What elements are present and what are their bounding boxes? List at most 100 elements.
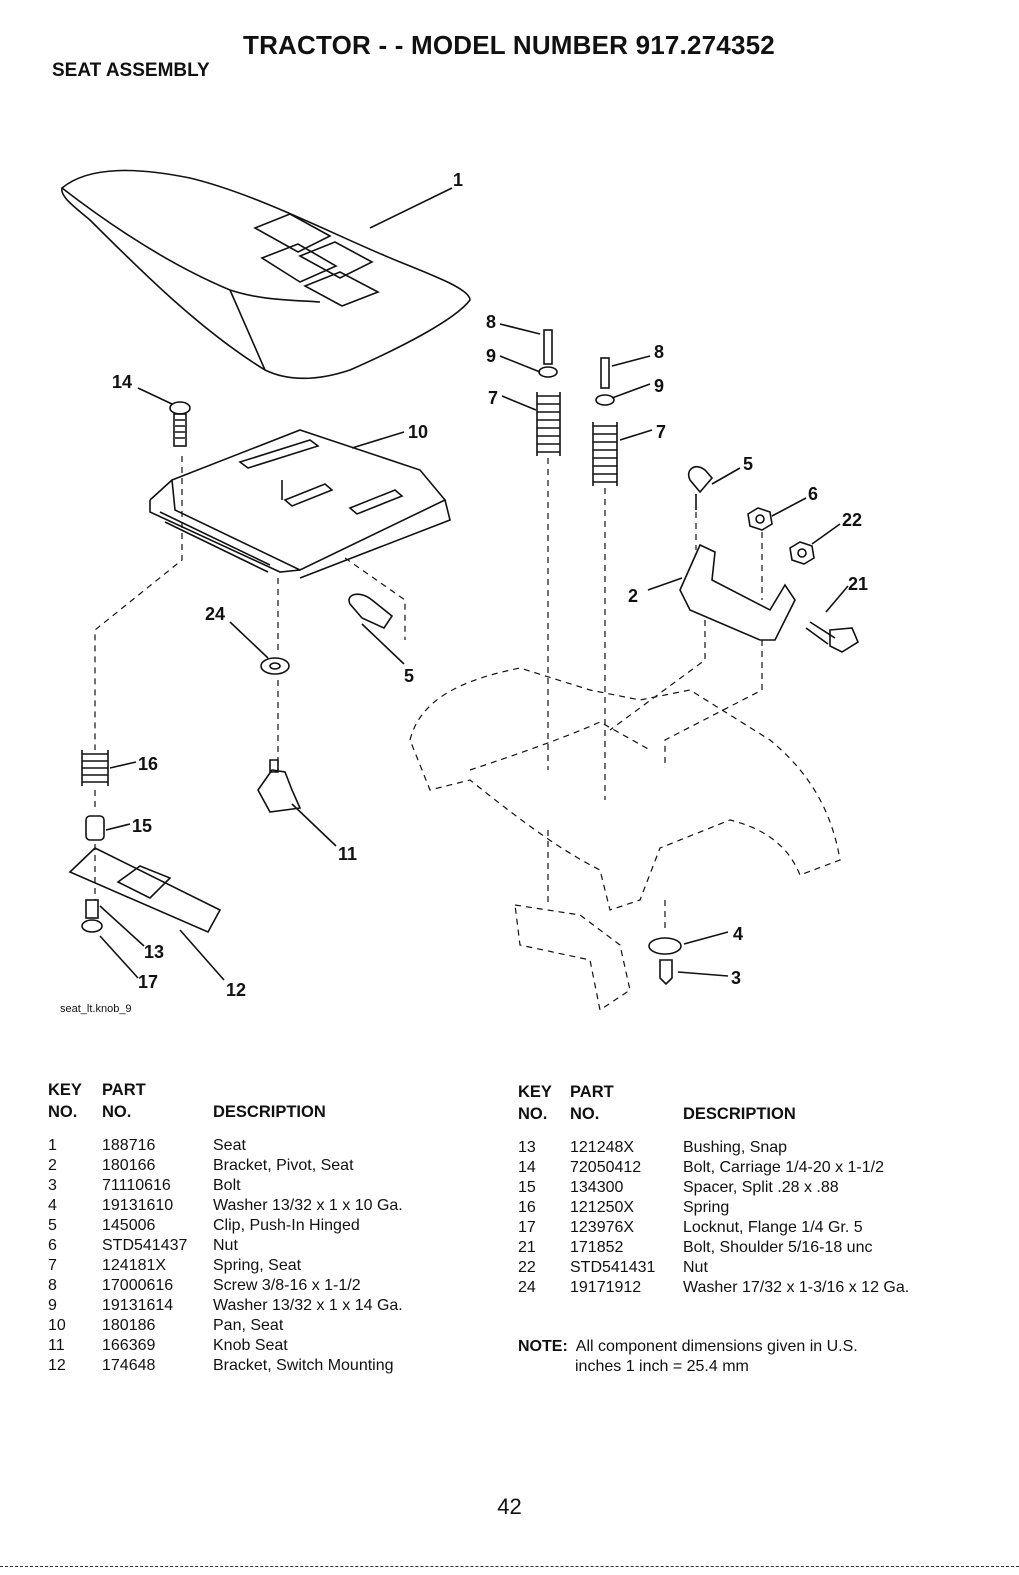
key-no: 15 <box>518 1179 536 1196</box>
callout-8-left: 8 <box>486 312 496 332</box>
pivot-bracket-drawing <box>679 543 796 641</box>
key-no: 11 <box>48 1337 65 1354</box>
callout-9-left: 9 <box>486 346 496 366</box>
description: Screw 3/8-16 x 1-1/2 <box>213 1277 361 1294</box>
part-no: 121248X <box>570 1139 635 1156</box>
key-header-right: KEY <box>518 1083 552 1101</box>
tractor-frame-outline <box>409 667 841 911</box>
part-no: 19131610 <box>102 1197 174 1214</box>
description: Seat <box>213 1137 246 1154</box>
key-no: 12 <box>48 1357 66 1374</box>
callout-3: 3 <box>731 968 741 988</box>
part-no: STD541431 <box>570 1259 656 1276</box>
callout-5-lower: 5 <box>404 666 414 686</box>
part-no: 166369 <box>102 1337 156 1354</box>
callout-4: 4 <box>733 924 743 944</box>
callout-7-right: 7 <box>656 422 666 442</box>
part-no-header: NO. <box>102 1103 132 1121</box>
key-no: 13 <box>518 1139 536 1156</box>
page-title: TRACTOR - - MODEL NUMBER 917.274352 <box>243 30 775 60</box>
description: Spacer, Split .28 x .88 <box>683 1179 839 1196</box>
callout-24: 24 <box>205 604 225 624</box>
part-no: 145006 <box>102 1217 156 1234</box>
part-header-right: PART <box>570 1083 614 1101</box>
key-no: 7 <box>48 1257 57 1274</box>
note-line1: All component dimensions given in U.S. <box>575 1338 858 1355</box>
nut-drawing <box>747 507 773 531</box>
description: Bolt, Carriage 1/4-20 x 1-1/2 <box>683 1159 884 1176</box>
callout-13: 13 <box>144 942 164 962</box>
callout-12: 12 <box>226 980 246 1000</box>
key-no-header: NO. <box>48 1103 78 1121</box>
callout-6: 6 <box>808 484 818 504</box>
key-no: 24 <box>518 1279 536 1296</box>
description: Washer 17/32 x 1-3/16 x 12 Ga. <box>683 1279 910 1296</box>
spring-stack-right-drawing <box>592 357 618 486</box>
description: Knob Seat <box>213 1337 288 1354</box>
spacer-drawing <box>85 815 105 841</box>
part-no: 124181X <box>102 1257 167 1274</box>
part-no: 71110616 <box>102 1177 171 1194</box>
part-no: 123976X <box>570 1219 635 1236</box>
spring-16-drawing <box>81 750 109 786</box>
callout-1: 1 <box>453 170 463 190</box>
key-no: 14 <box>518 1159 536 1176</box>
key-no: 22 <box>518 1259 536 1276</box>
locknut-drawing <box>81 919 103 933</box>
key-no: 21 <box>518 1239 536 1256</box>
part-no: 121250X <box>570 1199 635 1216</box>
callout-5-upper: 5 <box>743 454 753 474</box>
key-no: 8 <box>48 1277 57 1294</box>
bottom-rule <box>0 1566 1019 1567</box>
nut-22-drawing <box>789 541 815 565</box>
description: Locknut, Flange 1/4 Gr. 5 <box>683 1219 863 1236</box>
callout-10: 10 <box>408 422 428 442</box>
description: Washer 13/32 x 1 x 10 Ga. <box>213 1197 403 1214</box>
description: Nut <box>213 1237 238 1254</box>
clip-upper-drawing <box>687 465 714 510</box>
callout-22: 22 <box>842 510 862 530</box>
key-no: 4 <box>48 1197 57 1214</box>
callout-15: 15 <box>132 816 152 836</box>
description: Clip, Push-In Hinged <box>213 1217 360 1234</box>
carriage-bolt-drawing <box>169 401 191 447</box>
switch-bracket-drawing <box>68 847 222 934</box>
part-header: PART <box>102 1081 146 1099</box>
key-no: 6 <box>48 1237 57 1254</box>
description-header-right: DESCRIPTION <box>683 1105 796 1123</box>
seat-part-drawing <box>61 169 471 380</box>
part-no: 171852 <box>570 1239 624 1256</box>
description: Bolt <box>213 1177 241 1194</box>
callout-17: 17 <box>138 972 158 992</box>
callout-16: 16 <box>138 754 158 774</box>
washer-24-drawing <box>260 657 290 675</box>
page-number: 42 <box>497 1494 522 1519</box>
key-no: 3 <box>48 1177 57 1194</box>
description: Nut <box>683 1259 708 1276</box>
part-no: 72050412 <box>570 1159 642 1176</box>
note-line2: inches 1 inch = 25.4 mm <box>575 1358 749 1375</box>
key-no: 1 <box>48 1137 57 1154</box>
part-no: 17000616 <box>102 1277 174 1294</box>
description: Spring <box>683 1199 730 1216</box>
callout-8-right: 8 <box>654 342 664 362</box>
part-no: 19171912 <box>570 1279 642 1296</box>
part-no-header-right: NO. <box>570 1105 600 1123</box>
part-no: 19131614 <box>102 1297 174 1314</box>
callout-2: 2 <box>628 586 638 606</box>
dimensions-note: NOTE: All component dimensions given in … <box>518 1337 858 1377</box>
key-no: 2 <box>48 1157 57 1174</box>
description: Bracket, Pivot, Seat <box>213 1157 354 1174</box>
diagram-reference-code: seat_lt.knob_9 <box>60 1003 132 1015</box>
part-no: STD541437 <box>102 1237 188 1254</box>
description: Pan, Seat <box>213 1317 284 1334</box>
washer-4-drawing <box>648 937 682 955</box>
spring-stack-left-drawing <box>536 329 561 456</box>
part-no: 188716 <box>102 1137 156 1154</box>
key-no: 16 <box>518 1199 536 1216</box>
callout-7-left: 7 <box>488 388 498 408</box>
description: Bushing, Snap <box>683 1139 788 1156</box>
bolt-3-drawing <box>659 959 673 986</box>
key-no: 9 <box>48 1297 57 1314</box>
